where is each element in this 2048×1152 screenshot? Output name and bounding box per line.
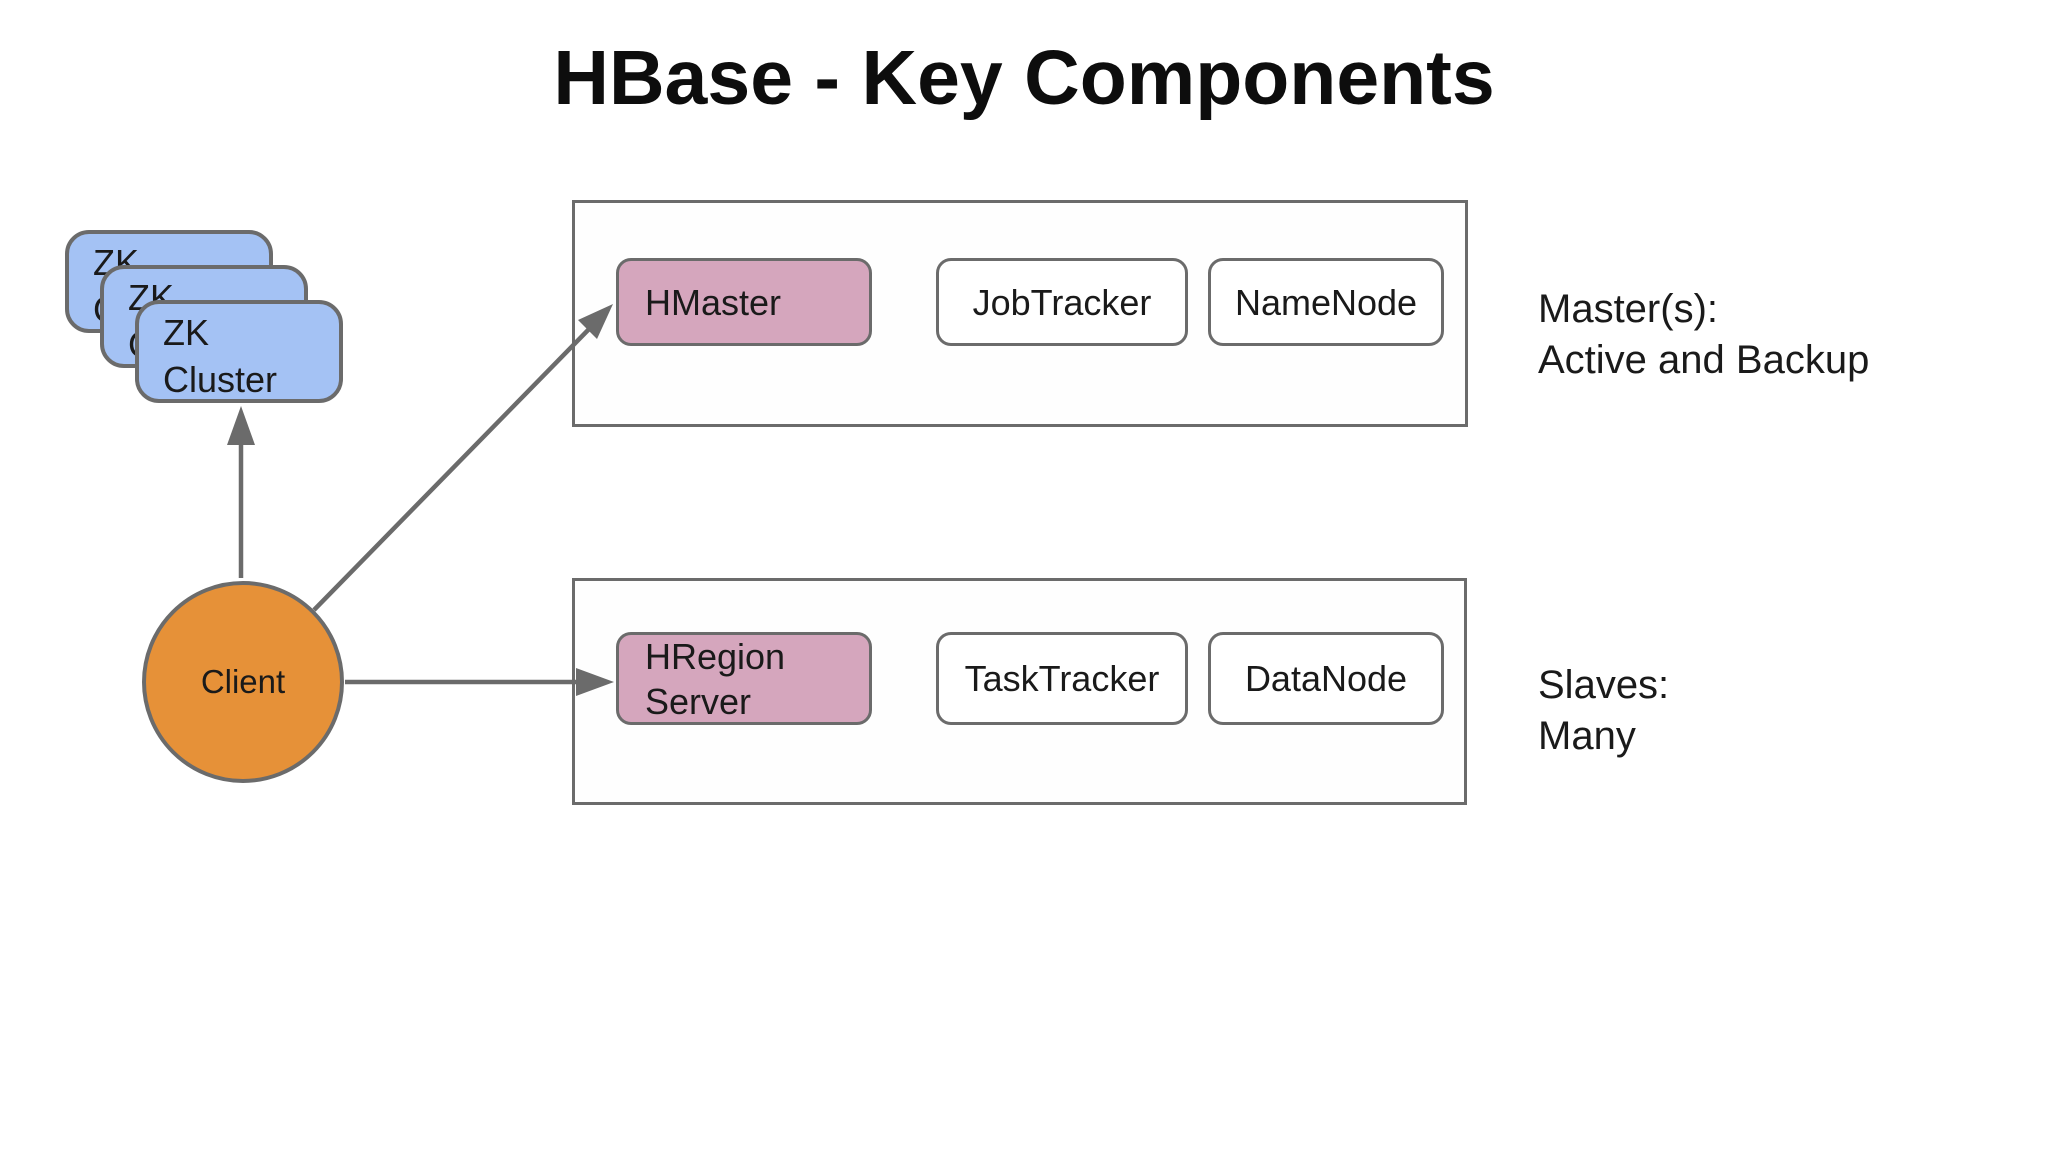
datanode-label: DataNode [1244, 658, 1408, 699]
master-caption-line-2: Active and Backup [1538, 338, 1870, 382]
client-to-zk-arrow [227, 406, 255, 578]
tasktracker-node: TaskTracker [936, 632, 1188, 725]
client-label: Client [200, 663, 286, 700]
slave-caption-line-1: Slaves: [1538, 663, 1670, 707]
jobtracker-node: JobTracker [936, 258, 1188, 346]
page-title: HBase - Key Components [553, 35, 1495, 121]
tasktracker-label: TaskTracker [964, 658, 1160, 699]
slave-caption-line-2: Many [1538, 714, 1636, 758]
zk-cluster-box-front: ZK Cluster [135, 300, 343, 403]
hregion-server-node: HRegion Server [616, 632, 872, 725]
master-group-caption: Master(s): Active and Backup [1538, 284, 1869, 386]
namenode-node: NameNode [1208, 258, 1444, 346]
slave-group-caption: Slaves: Many [1538, 660, 1669, 762]
master-caption-line-1: Master(s): [1538, 287, 1718, 331]
hmaster-label: HMaster [645, 281, 782, 323]
client-node: Client [142, 581, 344, 783]
hmaster-node: HMaster [616, 258, 872, 346]
client-to-hmaster-arrow [312, 304, 613, 612]
namenode-label: NameNode [1234, 281, 1418, 323]
jobtracker-label: JobTracker [972, 281, 1152, 323]
datanode-node: DataNode [1208, 632, 1444, 725]
zk-cluster-label: ZK Cluster [163, 312, 278, 400]
hregion-server-label: HRegion Server [645, 635, 786, 722]
